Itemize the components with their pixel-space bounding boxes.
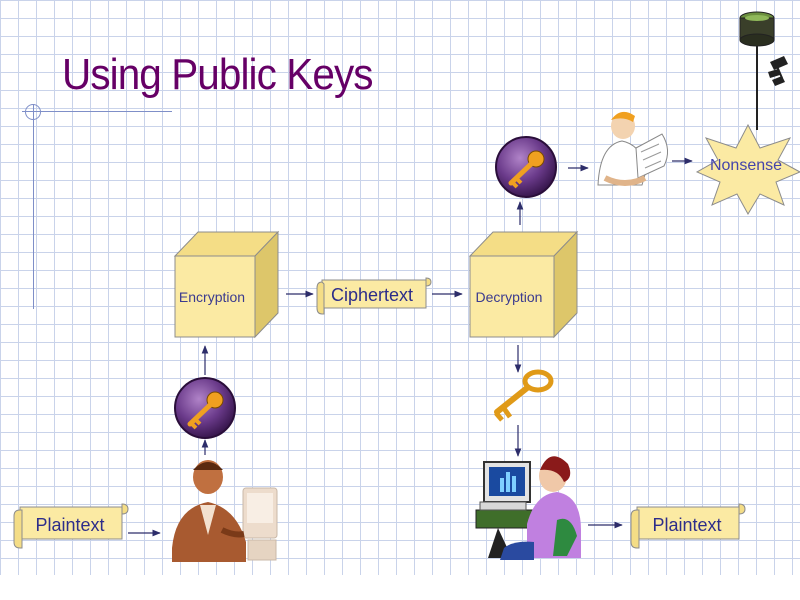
brass-key-icon [494, 369, 554, 422]
man-reading-scroll-icon [597, 111, 668, 186]
key-medallion-icon [495, 136, 557, 198]
man-at-computer-icon [172, 460, 278, 562]
title-underline [22, 111, 172, 112]
title-vertical-rule [33, 104, 34, 309]
encryption-label: Encryption [179, 289, 245, 305]
plaintext-output-scroll: Plaintext [630, 503, 746, 549]
encryption-box: Encryption [173, 230, 280, 339]
ciphertext-scroll: Ciphertext [316, 277, 432, 315]
woman-at-computer-icon [475, 456, 581, 560]
key-medallion-icon [174, 377, 236, 439]
plaintext-input-scroll: Plaintext [13, 503, 129, 549]
flow-arrows [128, 157, 693, 537]
decryption-box: Decryption [468, 230, 579, 339]
decryption-label: Decryption [476, 289, 543, 305]
plaintext-output-label: Plaintext [652, 515, 721, 535]
nonsense-starburst: Nonsense [695, 123, 800, 216]
nonsense-label: Nonsense [710, 157, 782, 174]
ciphertext-label: Ciphertext [331, 285, 413, 305]
router-drum-icon [739, 11, 775, 130]
cable-connector-icon [768, 56, 788, 86]
slide-title: Using Public Keys [62, 50, 374, 99]
plaintext-input-label: Plaintext [35, 515, 104, 535]
